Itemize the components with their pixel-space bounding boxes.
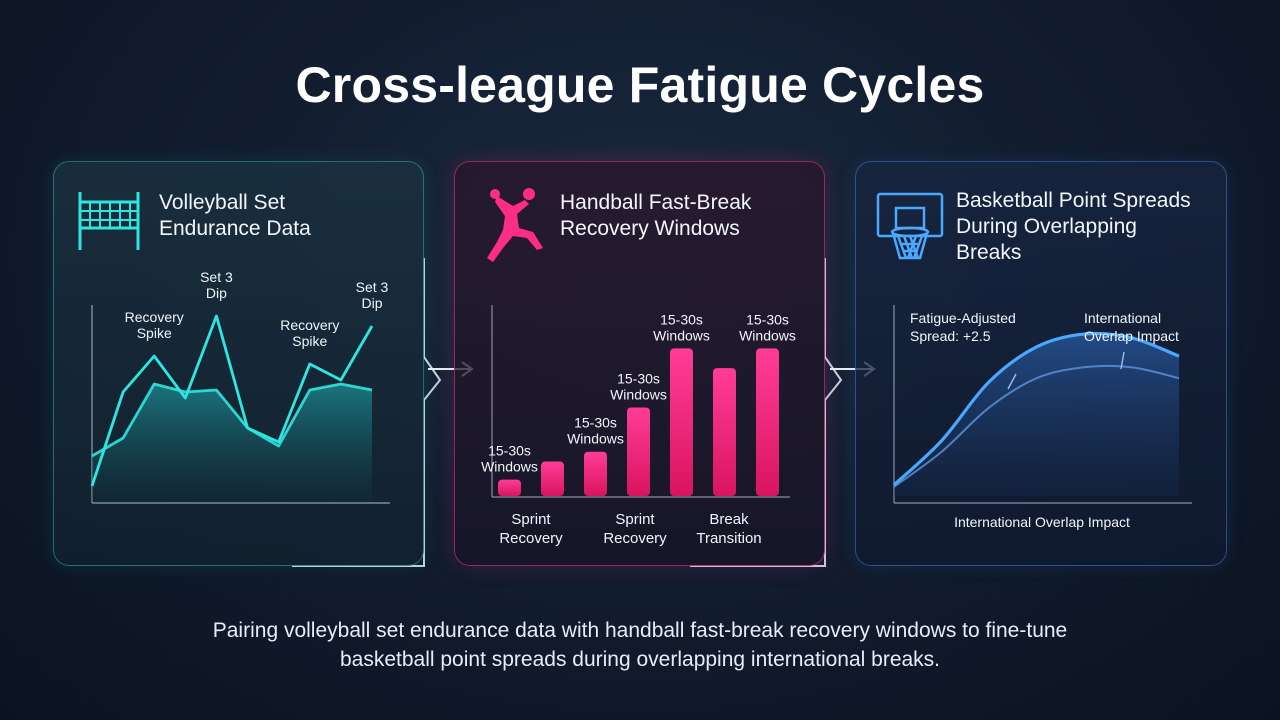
- volleyball-net-icon: [78, 192, 140, 250]
- basketball-panel: Basketball Point Spreads During Overlapp…: [855, 161, 1227, 566]
- volley-area: [92, 384, 372, 502]
- basketball-panel-title: Basketball Point Spreads During Overlapp…: [956, 189, 1191, 264]
- bball-x-label: International Overlap Impact: [954, 514, 1130, 530]
- basketball-hoop-icon: [876, 192, 944, 260]
- handball-panel: Handball Fast-Break Recovery Windows 15-…: [454, 161, 825, 566]
- hand-bar-2: [541, 461, 564, 496]
- volley-series-1-line: [90, 314, 374, 487]
- volley-series-2-line: [91, 382, 373, 458]
- hand-bar-6: [713, 368, 736, 496]
- bball-pointer-2: [1120, 351, 1125, 370]
- hand-bar-7: [756, 348, 779, 496]
- bball-area: [894, 333, 1179, 496]
- page-title: Cross-league Fatigue Cycles: [295, 57, 985, 113]
- bball-series-1-line: [892, 331, 1180, 487]
- hand-bar-5: [670, 348, 693, 496]
- bball-series-2-line: [893, 364, 1180, 488]
- footer-caption: Pairing volleyball set endurance data wi…: [212, 619, 1068, 671]
- hand-bar-4: [627, 407, 650, 496]
- handball-panel-title: Handball Fast-Break Recovery Windows: [560, 191, 752, 240]
- hand-bar-3: [584, 451, 607, 496]
- bball-pointer-1: [1007, 373, 1017, 390]
- volleyball-panel-title: Volleyball Set Endurance Data: [159, 191, 311, 240]
- handball-player-icon: [487, 188, 543, 262]
- hand-bar-1: [498, 479, 521, 496]
